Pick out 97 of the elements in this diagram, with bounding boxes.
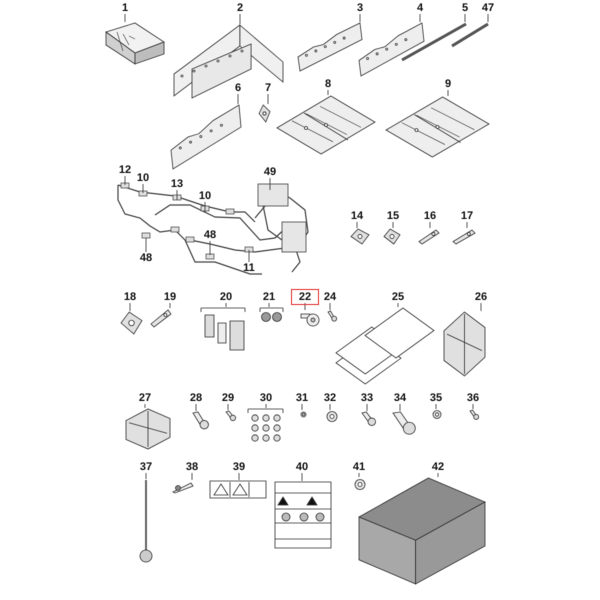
grommet-set-drawing xyxy=(259,307,284,323)
leader-line xyxy=(356,222,358,228)
frame-drawing xyxy=(172,24,285,100)
callout-number: 4 xyxy=(408,2,432,14)
callout-number: 15 xyxy=(381,210,405,222)
callout-number: 6 xyxy=(226,82,250,94)
callout-number: 37 xyxy=(134,461,158,473)
leader-line xyxy=(392,222,394,228)
callout-number: 41 xyxy=(347,461,371,473)
leader-line xyxy=(466,222,468,228)
callout-number: 35 xyxy=(424,392,448,404)
bracket-drawing xyxy=(120,311,143,335)
washer-drawing xyxy=(354,477,366,492)
bolt-drawing xyxy=(192,411,209,430)
clip-drawing xyxy=(452,228,476,245)
callout-number: 5 xyxy=(453,2,477,14)
callout-number: 19 xyxy=(158,291,182,303)
callout-number: 9 xyxy=(436,78,460,90)
warning-label-drawing xyxy=(209,480,267,499)
sheet-drawing xyxy=(335,307,435,385)
clip-drawing xyxy=(350,228,370,245)
leader-line xyxy=(176,190,178,200)
leader-line xyxy=(480,302,482,312)
clip-drawing xyxy=(418,228,440,245)
callout-number: 11 xyxy=(237,262,261,274)
plate-drawing xyxy=(358,22,425,77)
bracket-drawing xyxy=(150,308,172,328)
callout-number: 42 xyxy=(426,461,450,473)
clip-drawing xyxy=(383,228,401,245)
callout-number: 30 xyxy=(254,392,278,404)
callout-number: 7 xyxy=(256,82,280,94)
callout-number: 38 xyxy=(180,461,204,473)
leader-line xyxy=(358,472,360,478)
leader-line xyxy=(464,14,466,22)
leader-line xyxy=(238,472,240,480)
bolt-drawing xyxy=(361,411,376,426)
callout-number: 21 xyxy=(257,291,281,303)
leader-line xyxy=(142,184,144,194)
callout-number: 10 xyxy=(193,190,217,202)
bolt-drawing xyxy=(392,411,416,435)
callout-number: 39 xyxy=(227,461,251,473)
callout-number: 33 xyxy=(355,392,379,404)
bolt-drawing xyxy=(469,409,479,420)
callout-number: 14 xyxy=(345,210,369,222)
callout-number: 18 xyxy=(118,291,142,303)
nut-drawing xyxy=(432,409,442,420)
leader-line xyxy=(124,14,126,22)
connector-set-drawing xyxy=(200,307,246,351)
nut-drawing xyxy=(300,410,307,419)
callout-number: 48 xyxy=(198,229,222,241)
leader-line xyxy=(472,404,474,410)
callout-number: 34 xyxy=(388,392,412,404)
callout-number: 36 xyxy=(461,392,485,404)
bracket-drawing xyxy=(443,311,486,377)
callout-number: 17 xyxy=(455,210,479,222)
callout-number: 16 xyxy=(418,210,442,222)
callout-number: 48 xyxy=(134,252,158,264)
rod-drawing xyxy=(450,22,490,48)
trim-strip-drawing xyxy=(172,480,194,494)
leader-line xyxy=(366,404,368,412)
warning-label-drawing xyxy=(274,481,332,549)
bracket-drawing xyxy=(258,104,271,123)
callout-number: 24 xyxy=(318,291,342,303)
callout-number: 2 xyxy=(228,2,252,14)
leader-line xyxy=(268,302,270,308)
leader-line xyxy=(304,302,306,310)
rod-drawing xyxy=(400,22,468,62)
callout-number: 8 xyxy=(316,78,340,90)
leader-line xyxy=(248,250,250,262)
callout-number: 29 xyxy=(216,392,240,404)
leader-line xyxy=(124,176,126,186)
nut-drawing xyxy=(326,410,338,423)
bolt-drawing xyxy=(225,410,236,421)
callout-number: 40 xyxy=(290,461,314,473)
callout-number: 49 xyxy=(258,166,282,178)
tray-drawing xyxy=(385,96,490,158)
leader-line xyxy=(204,202,206,212)
plate-drawing xyxy=(297,22,363,72)
callout-number: 1 xyxy=(113,2,137,14)
callout-number: 28 xyxy=(184,392,208,404)
callout-number: 22 xyxy=(293,291,317,303)
battery-pack-drawing xyxy=(105,22,165,65)
callout-number: 13 xyxy=(165,178,189,190)
callout-number: 25 xyxy=(386,291,410,303)
module-drawing xyxy=(125,408,171,450)
callout-number: 27 xyxy=(133,392,157,404)
cable-drawing xyxy=(138,479,154,563)
plate-drawing xyxy=(276,95,376,155)
callout-number: 26 xyxy=(469,291,493,303)
bolt-drawing xyxy=(327,310,337,322)
callout-number: 20 xyxy=(214,291,238,303)
leader-line xyxy=(144,404,146,408)
callout-number: 31 xyxy=(290,392,314,404)
callout-number: 47 xyxy=(476,2,500,14)
plate-drawing xyxy=(170,104,242,170)
callout-number: 3 xyxy=(348,2,372,14)
callout-number: 32 xyxy=(318,392,342,404)
